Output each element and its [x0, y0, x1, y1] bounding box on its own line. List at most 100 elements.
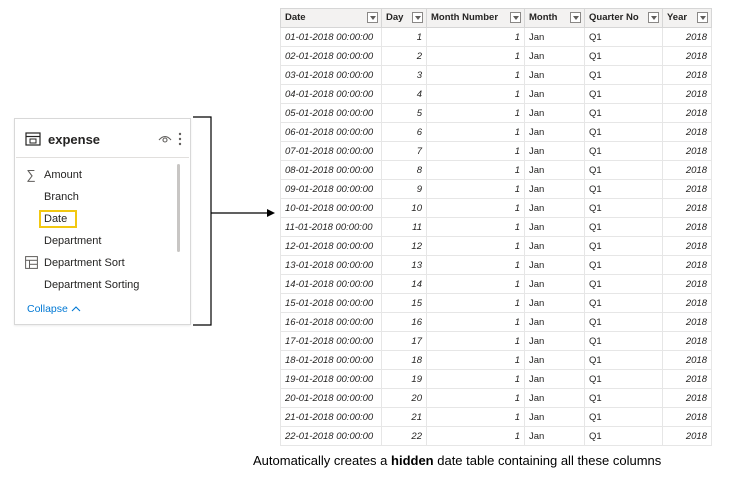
table-cell: 16	[381, 312, 427, 332]
table-cell: 2018	[662, 179, 712, 199]
table-cell: Jan	[524, 350, 585, 370]
table-cell: 1	[426, 84, 525, 104]
filter-dropdown-icon[interactable]	[367, 12, 378, 23]
column-header[interactable]: Day	[381, 8, 427, 28]
table-cell: 5	[381, 103, 427, 123]
table-cell: 2018	[662, 160, 712, 180]
field-department[interactable]: Department	[15, 230, 177, 252]
table-cell: 04-01-2018 00:00:00	[280, 84, 382, 104]
table-cell: Q1	[584, 141, 663, 161]
filter-dropdown-icon[interactable]	[570, 12, 581, 23]
table-cell: 2018	[662, 407, 712, 427]
table-name[interactable]: expense	[48, 131, 101, 147]
field-department-sort[interactable]: Department Sort	[15, 252, 177, 274]
table-cell: 1	[426, 160, 525, 180]
table-cell: 03-01-2018 00:00:00	[280, 65, 382, 85]
column-header-label: Month Number	[431, 12, 499, 24]
table-cell: 1	[426, 65, 525, 85]
table-cell: Jan	[524, 312, 585, 332]
table-cell: Q1	[584, 426, 663, 446]
table-cell: Q1	[584, 179, 663, 199]
table-cell: 22-01-2018 00:00:00	[280, 426, 382, 446]
table-cell: Q1	[584, 27, 663, 47]
table-cell: Jan	[524, 141, 585, 161]
table-cell: 18-01-2018 00:00:00	[280, 350, 382, 370]
table-cell: 4	[381, 84, 427, 104]
column-header-label: Year	[667, 12, 688, 24]
table-cell: 14-01-2018 00:00:00	[280, 274, 382, 294]
table-cell: 15-01-2018 00:00:00	[280, 293, 382, 313]
table-cell: 10-01-2018 00:00:00	[280, 198, 382, 218]
table-cell: 2018	[662, 331, 712, 351]
table-cell: 2018	[662, 388, 712, 408]
column-header[interactable]: Year	[662, 8, 712, 28]
visibility-eye-icon[interactable]	[158, 134, 172, 144]
table-cell: 1	[426, 274, 525, 294]
table-cell: 21-01-2018 00:00:00	[280, 407, 382, 427]
table-cell: Jan	[524, 179, 585, 199]
table-cell: Q1	[584, 312, 663, 332]
table-cell: 14	[381, 274, 427, 294]
table-cell: 2018	[662, 65, 712, 85]
table-cell: 1	[426, 312, 525, 332]
table-cell: 2018	[662, 122, 712, 142]
table-cell: 17-01-2018 00:00:00	[280, 331, 382, 351]
hierarchy-table-icon	[24, 256, 38, 270]
more-options-icon[interactable]	[178, 132, 182, 146]
table-icon	[25, 132, 41, 146]
fields-pane-card: expense ∑ Amount Branch	[14, 118, 191, 325]
field-amount[interactable]: ∑ Amount	[15, 164, 177, 186]
field-branch[interactable]: Branch	[15, 186, 177, 208]
filter-dropdown-icon[interactable]	[697, 12, 708, 23]
filter-dropdown-icon[interactable]	[510, 12, 521, 23]
collapse-label: Collapse	[27, 303, 68, 315]
table-cell: 2018	[662, 312, 712, 332]
column-header[interactable]: Quarter No	[584, 8, 663, 28]
table-cell: Q1	[584, 46, 663, 66]
pane-scrollbar[interactable]	[177, 164, 180, 252]
table-cell: Q1	[584, 388, 663, 408]
table-cell: 2018	[662, 236, 712, 256]
table-cell: 19-01-2018 00:00:00	[280, 369, 382, 389]
table-cell: 11	[381, 217, 427, 237]
table-cell: 12	[381, 236, 427, 256]
field-label: Department	[44, 235, 102, 247]
collapse-link[interactable]: Collapse	[27, 303, 81, 315]
table-cell: 01-01-2018 00:00:00	[280, 27, 382, 47]
table-cell: 15	[381, 293, 427, 313]
table-cell: Q1	[584, 293, 663, 313]
field-label: Department Sort	[44, 257, 125, 269]
caption-emphasis: hidden	[391, 453, 434, 468]
table-cell: 09-01-2018 00:00:00	[280, 179, 382, 199]
table-cell: 9	[381, 179, 427, 199]
table-cell: Q1	[584, 217, 663, 237]
filter-dropdown-icon[interactable]	[648, 12, 659, 23]
column-header[interactable]: Month Number	[426, 8, 525, 28]
field-list: ∑ Amount Branch Date Department Departme…	[15, 164, 177, 296]
table-cell: 1	[426, 350, 525, 370]
field-label: Branch	[44, 191, 79, 203]
field-date[interactable]: Date	[15, 208, 177, 230]
table-cell: 1	[426, 141, 525, 161]
field-label: Date	[39, 210, 78, 228]
field-department-sorting[interactable]: Department Sorting	[15, 274, 177, 296]
table-cell: 2018	[662, 46, 712, 66]
column-header[interactable]: Date	[280, 8, 382, 28]
table-cell: Jan	[524, 426, 585, 446]
column-header[interactable]: Month	[524, 8, 585, 28]
table-cell: 2018	[662, 369, 712, 389]
table-cell: Q1	[584, 160, 663, 180]
table-cell: 2	[381, 46, 427, 66]
table-cell: Q1	[584, 350, 663, 370]
table-cell: 8	[381, 160, 427, 180]
table-cell: Jan	[524, 27, 585, 47]
table-cell: Q1	[584, 103, 663, 123]
filter-dropdown-icon[interactable]	[412, 12, 423, 23]
